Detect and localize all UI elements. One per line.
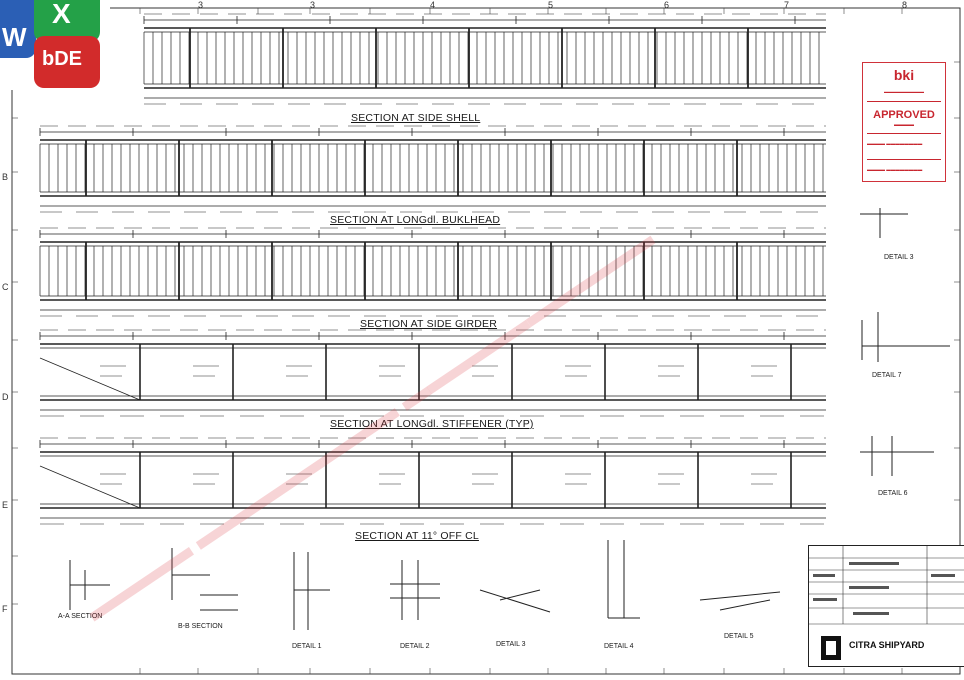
title-block: CITRA SHIPYARD bbox=[808, 545, 964, 667]
detail-sketch-5 bbox=[607, 540, 640, 619]
detail-label-detail-3: DETAIL 3 bbox=[496, 641, 526, 648]
section-title-11-off-cl: SECTION AT 11° OFF CL bbox=[355, 530, 479, 542]
grid-label-top: 3 bbox=[198, 0, 204, 10]
stamp-date-line: ▬▬▬▬ ▬▬▬▬▬▬▬▬ bbox=[867, 167, 923, 172]
detail-label-detail-1: DETAIL 1 bbox=[292, 643, 322, 650]
detail-sketch-1 bbox=[171, 548, 238, 611]
grid-label-top: 8 bbox=[902, 0, 908, 10]
grid-label-top: 3 bbox=[310, 0, 316, 10]
detail-sketch-0 bbox=[69, 560, 110, 610]
section-strip-4 bbox=[39, 437, 826, 525]
stamp-number-line: ▬▬▬▬ ▬▬▬▬▬▬▬▬ bbox=[867, 141, 923, 146]
stamp-approved-sub: ▬▬▬▬ bbox=[894, 122, 914, 128]
detail-sketch-2 bbox=[293, 552, 330, 630]
detail-label-detail-7: DETAIL 7 bbox=[872, 372, 902, 379]
detail-sketch-4 bbox=[479, 589, 551, 613]
title-block-grid bbox=[809, 546, 964, 660]
bki-logo: bki bbox=[893, 67, 915, 83]
section-title-long-stiffener: SECTION AT LONGdl. STIFFENER (TYP) bbox=[330, 418, 534, 430]
stamp-subtitle-lines: ▬▬▬▬▬▬▬▬▬▬ bbox=[884, 89, 924, 94]
stamp-approved-text: APPROVED bbox=[873, 109, 935, 121]
grid-label-left: B bbox=[2, 172, 9, 182]
grid-label-top: 7 bbox=[784, 0, 790, 10]
detail-label-detail-5: DETAIL 5 bbox=[724, 633, 754, 640]
detail-sketch-3 bbox=[390, 560, 440, 620]
section-title-side-girder: SECTION AT SIDE GIRDER bbox=[360, 318, 498, 330]
section-strip-0 bbox=[143, 13, 826, 105]
detail-sketch-8 bbox=[861, 312, 950, 362]
grid-label-left: E bbox=[2, 500, 9, 510]
shipyard-logo-text: CITRA SHIPYARD bbox=[849, 640, 925, 650]
pdf-app-icon[interactable]: bDE bbox=[34, 36, 100, 88]
grid-label-top: 5 bbox=[548, 0, 554, 10]
detail-label-detail-4: DETAIL 4 bbox=[604, 643, 634, 650]
excel-app-icon[interactable]: X bbox=[34, 0, 100, 42]
section-strip-2 bbox=[39, 227, 826, 317]
grid-label-top: 4 bbox=[430, 0, 436, 10]
detail-sketch-7 bbox=[860, 208, 908, 238]
detail-label-bb-section: B-B SECTION bbox=[178, 623, 223, 630]
grid-label-top: 6 bbox=[664, 0, 670, 10]
detail-label-detail-3-right: DETAIL 3 bbox=[884, 254, 914, 261]
detail-label-detail-2: DETAIL 2 bbox=[400, 643, 430, 650]
section-strip-1 bbox=[39, 125, 826, 213]
section-title-long-bulkhead: SECTION AT LONGdl. BUKLHEAD bbox=[330, 214, 501, 226]
section-title-side-shell: SECTION AT SIDE SHELL bbox=[351, 112, 481, 124]
detail-sketch-9 bbox=[860, 436, 934, 476]
detail-sketch-6 bbox=[699, 591, 781, 611]
grid-label-left: F bbox=[2, 604, 8, 614]
section-strip-3 bbox=[39, 329, 826, 417]
grid-label-left: D bbox=[2, 392, 9, 402]
word-app-icon[interactable]: W bbox=[0, 0, 36, 58]
grid-label-left: C bbox=[2, 282, 9, 292]
detail-label-detail-6: DETAIL 6 bbox=[878, 490, 908, 497]
approval-stamp: bki ▬▬▬▬▬▬▬▬▬▬ APPROVED ▬▬▬▬ ▬▬▬▬ ▬▬▬▬▬▬… bbox=[862, 62, 946, 182]
detail-label-aa-section: A-A SECTION bbox=[58, 613, 103, 620]
